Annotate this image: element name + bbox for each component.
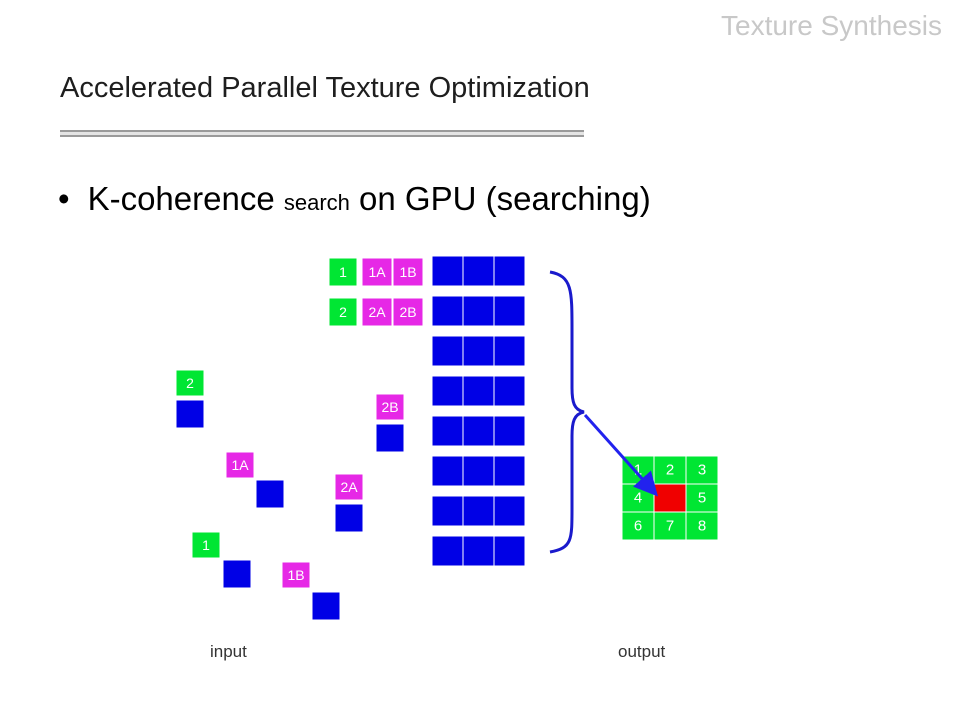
- candidate-label-text: 2A: [368, 304, 386, 320]
- bullet-text-part3: on GPU (searching): [349, 180, 651, 217]
- candidate-patch: [493, 375, 526, 407]
- input-label-box: [225, 451, 255, 479]
- candidate-label-box: [392, 257, 424, 287]
- output-neighbor-pixel: [685, 483, 719, 513]
- bullet-text-part1: K-coherence: [87, 180, 284, 217]
- candidate-patch: [493, 335, 526, 367]
- candidate-patch: [431, 375, 464, 407]
- output-neighbor-label: 6: [634, 518, 642, 535]
- candidate-patch: [462, 455, 495, 487]
- input-patch: [311, 591, 341, 621]
- input-label-box: [375, 393, 405, 421]
- output-neighbor-label: 8: [698, 518, 706, 535]
- input-patch: [255, 479, 285, 509]
- bullet-dot-icon: •: [58, 180, 70, 217]
- input-patch: [222, 559, 252, 589]
- candidate-label-text: 2: [339, 304, 347, 320]
- candidate-patch: [431, 455, 464, 487]
- input-label-box: [175, 369, 205, 397]
- input-label-text: 1: [202, 537, 210, 553]
- candidate-patch: [462, 415, 495, 447]
- bullet-text-part2: search: [283, 190, 350, 215]
- output-neighbor-pixel: [685, 455, 719, 485]
- input-label-box: [334, 473, 364, 501]
- curly-brace: [549, 270, 585, 554]
- candidate-patch: [493, 535, 526, 567]
- output-neighbor-pixel: [621, 511, 655, 541]
- candidate-patch: [431, 255, 464, 287]
- candidate-patch: [462, 375, 495, 407]
- candidate-patch: [431, 295, 464, 327]
- section-title: Texture Synthesis: [721, 10, 942, 41]
- bullet-item: • K-coherence search on GPU (searching): [58, 180, 651, 218]
- candidate-patch: [462, 335, 495, 367]
- output-neighbor-pixel: [685, 511, 719, 541]
- candidate-patch: [462, 255, 495, 287]
- candidate-patch: [431, 415, 464, 447]
- input-label-box: [191, 531, 221, 559]
- candidate-patch: [462, 495, 495, 527]
- input-label-text: 2B: [381, 399, 398, 415]
- input-label-text: 2A: [340, 479, 358, 495]
- candidate-label-text: 2B: [399, 304, 416, 320]
- output-neighbor-label: 7: [666, 518, 674, 535]
- candidate-patch: [431, 535, 464, 567]
- candidate-label-box: [361, 257, 393, 287]
- candidate-patch: [493, 295, 526, 327]
- candidate-patch: [493, 255, 526, 287]
- candidate-patch: [493, 455, 526, 487]
- candidate-patch: [431, 335, 464, 367]
- candidate-patch: [462, 295, 495, 327]
- candidate-patch: [493, 415, 526, 447]
- candidate-patch: [493, 495, 526, 527]
- candidate-label-box: [328, 297, 358, 327]
- output-neighbor-label: 1: [634, 462, 642, 479]
- output-label: output: [618, 642, 666, 661]
- output-neighbor-label: 2: [666, 462, 674, 479]
- candidate-patch: [462, 535, 495, 567]
- input-label: input: [210, 642, 247, 661]
- input-label-box: [281, 561, 311, 589]
- output-neighbor-label: 3: [698, 462, 706, 479]
- candidate-label-box: [361, 297, 393, 327]
- input-label-text: 1B: [287, 567, 304, 583]
- output-neighbor-label: 5: [698, 490, 706, 507]
- input-patch: [375, 423, 405, 453]
- output-center-pixel: [653, 483, 687, 513]
- candidate-label-text: 1: [339, 264, 347, 280]
- candidate-label-box: [328, 257, 358, 287]
- input-label-text: 1A: [231, 457, 249, 473]
- input-label-text: 2: [186, 375, 194, 391]
- candidate-label-box: [392, 297, 424, 327]
- arrow-to-output: [583, 413, 659, 497]
- title-divider: [60, 130, 584, 137]
- output-neighbor-label: 4: [634, 490, 642, 507]
- input-patch: [334, 503, 364, 533]
- candidate-label-text: 1B: [399, 264, 416, 280]
- candidate-label-text: 1A: [368, 264, 386, 280]
- input-patch: [175, 399, 205, 429]
- candidate-patch: [431, 495, 464, 527]
- slide-title: Accelerated Parallel Texture Optimizatio…: [60, 72, 590, 104]
